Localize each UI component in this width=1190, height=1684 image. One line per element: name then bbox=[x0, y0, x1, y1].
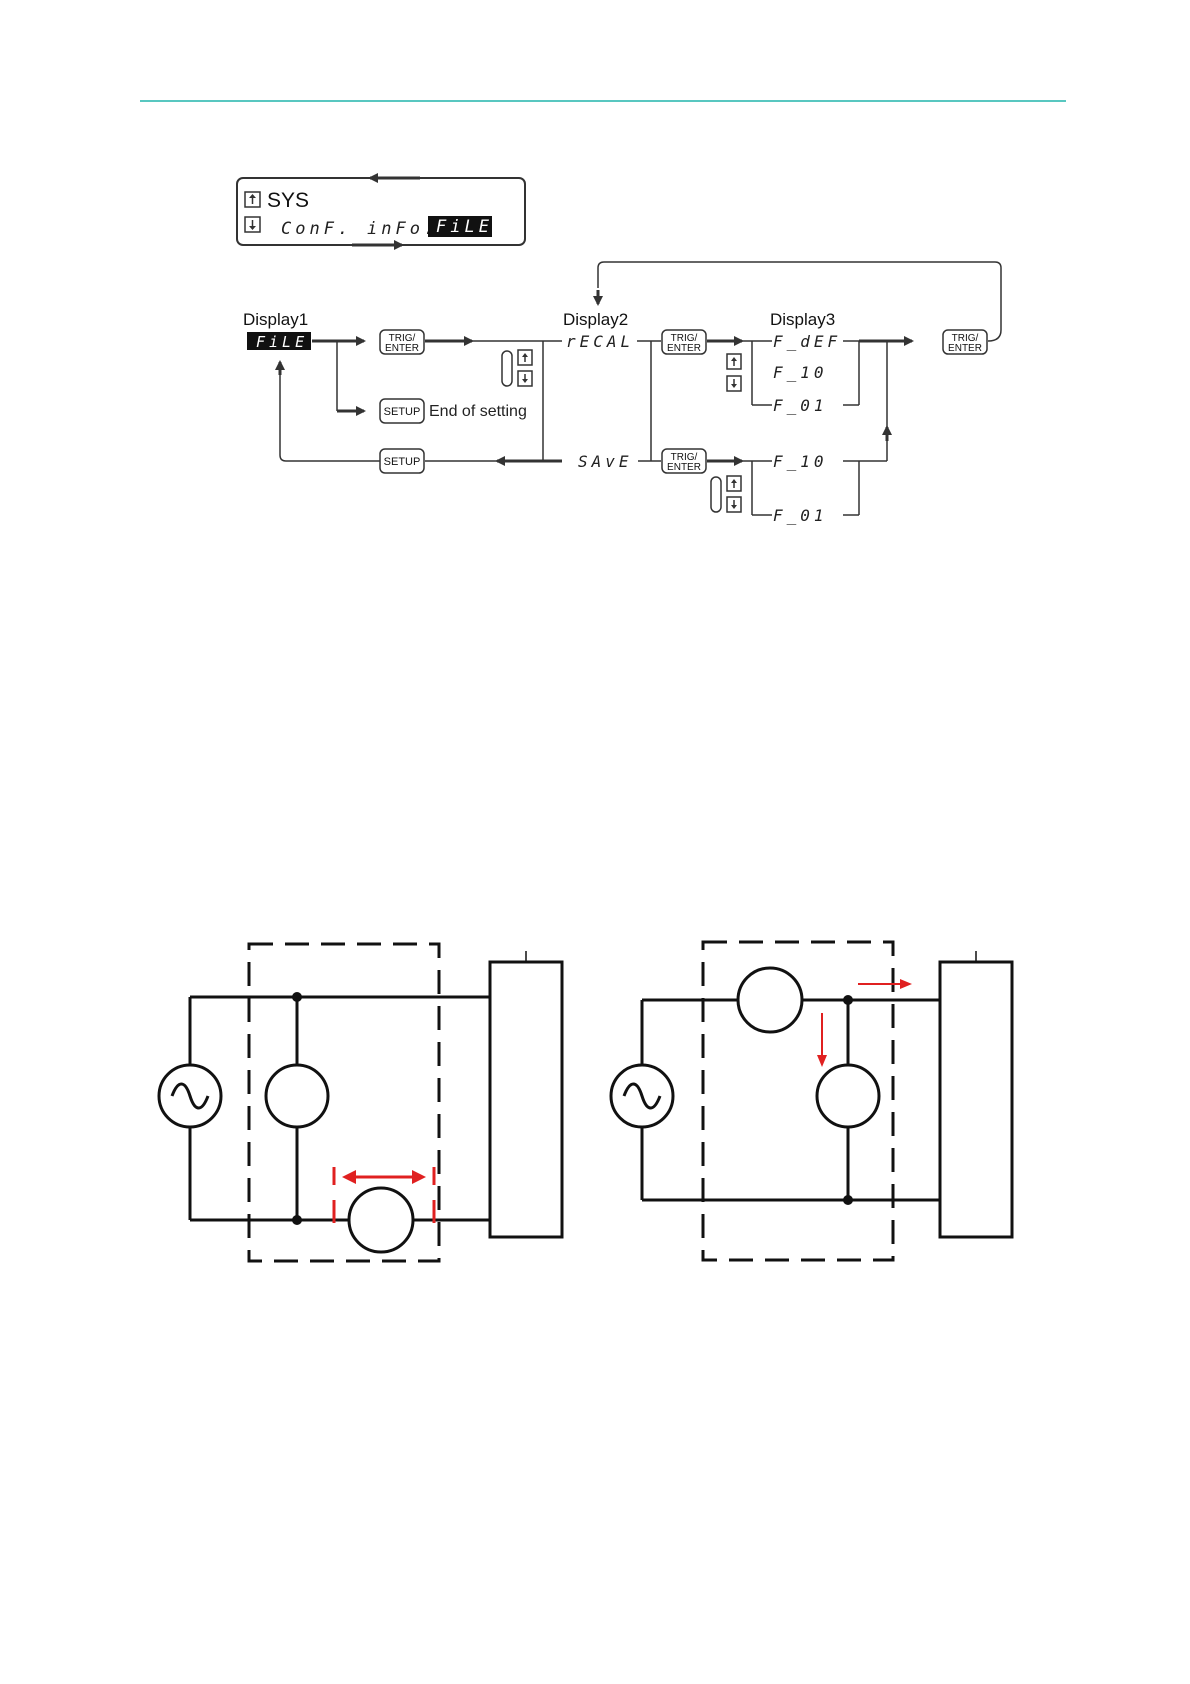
voltmeter-circle bbox=[817, 1065, 879, 1127]
right-load-box bbox=[940, 962, 1012, 1237]
left-load-box bbox=[490, 962, 562, 1237]
left-meter-boundary bbox=[249, 944, 439, 1261]
voltmeter-circle bbox=[266, 1065, 328, 1127]
ammeter-circle bbox=[738, 968, 802, 1032]
ammeter-circle bbox=[349, 1188, 413, 1252]
right-circuit bbox=[611, 942, 1012, 1260]
right-meter-boundary bbox=[703, 942, 893, 1260]
left-circuit bbox=[159, 944, 562, 1261]
right-highlight-arrows bbox=[817, 979, 912, 1067]
